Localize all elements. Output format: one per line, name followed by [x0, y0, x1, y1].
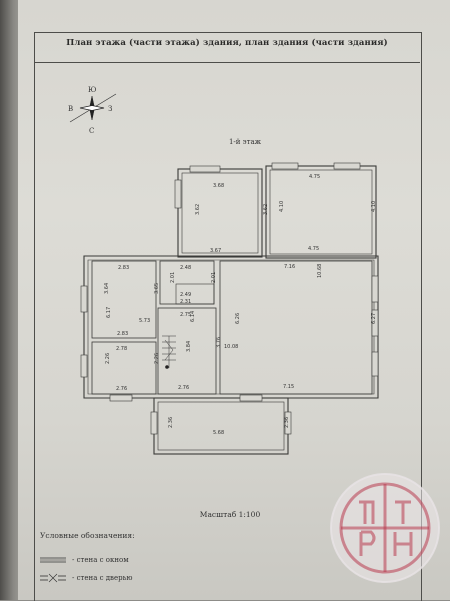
header-divider [34, 62, 420, 63]
dim-label: 10.08 [224, 344, 238, 350]
compass-north-label: С [89, 127, 94, 135]
legend-item-door: - стена с дверью [40, 571, 133, 585]
dim-label: 2.76 [116, 386, 127, 392]
room-outline [265, 165, 377, 259]
legend-title: Условные обозначения: [40, 531, 135, 540]
dim-label: 2.26 [154, 353, 160, 364]
scale-label: Масштаб 1:100 [199, 510, 261, 519]
dim-label: 2.01 [211, 272, 217, 283]
dim-label: 3.84 [186, 341, 192, 352]
dim-label: 2.78 [116, 346, 127, 352]
compass-south-label: Ю [88, 86, 96, 94]
dim-label: 3.67 [210, 248, 221, 254]
legend-window-label: - стена с окном [72, 556, 129, 564]
dim-label: 2.36 [284, 417, 290, 428]
legend-door-label: - стена с дверью [72, 574, 133, 582]
dim-label: 6.17 [106, 307, 112, 318]
building-outline [83, 255, 379, 399]
dim-label: 6.26 [235, 313, 241, 324]
dim-label: 4.10 [371, 201, 377, 212]
wall-with-door-icon [40, 573, 66, 583]
dim-label: 2.76 [178, 385, 189, 391]
dim-label: 2.48 [180, 265, 191, 271]
compass-east-label: З [108, 105, 112, 113]
dim-label: 4.75 [309, 174, 320, 180]
dim-label: 2.01 [170, 272, 176, 283]
legend-item-window: - стена с окном [40, 553, 129, 567]
dim-label: 2.83 [117, 331, 128, 337]
document-frame [34, 32, 422, 601]
dim-label: 3.65 [154, 283, 160, 294]
terrace-outline [153, 397, 289, 455]
dim-label: 4.75 [308, 246, 319, 252]
dim-label: 4.10 [279, 201, 285, 212]
dim-label: 2.75 [180, 312, 191, 318]
compass-rose-icon: Ю В З С [68, 86, 117, 135]
dim-label: 2.31 [180, 299, 191, 305]
dim-label: 2.26 [105, 353, 111, 364]
dim-label: 3.76 [216, 337, 222, 348]
dim-label: 6.14 [190, 311, 196, 322]
dim-label: 5.73 [139, 318, 150, 324]
dim-label: 2.49 [180, 292, 191, 298]
document-title: План этажа (части этажа) здания, план зд… [66, 38, 388, 48]
dim-label: 6.27 [371, 313, 377, 324]
dim-label: 5.68 [213, 430, 224, 436]
compass-west-label: В [68, 105, 73, 113]
dim-label: 3.62 [263, 204, 269, 215]
dim-label: 3.62 [195, 204, 201, 215]
dim-label: 7.15 [283, 384, 294, 390]
dim-label: 3.68 [213, 183, 224, 189]
stamp-watermark-icon [330, 473, 440, 583]
dim-label: 2.83 [118, 265, 129, 271]
dim-label: 10.68 [317, 264, 323, 278]
floor-label: 1-й этаж [228, 138, 262, 146]
dim-label: 2.36 [168, 417, 174, 428]
dim-label: 7.16 [284, 264, 295, 270]
wall-with-window-icon [40, 557, 66, 563]
dim-label: 3.64 [104, 283, 110, 294]
